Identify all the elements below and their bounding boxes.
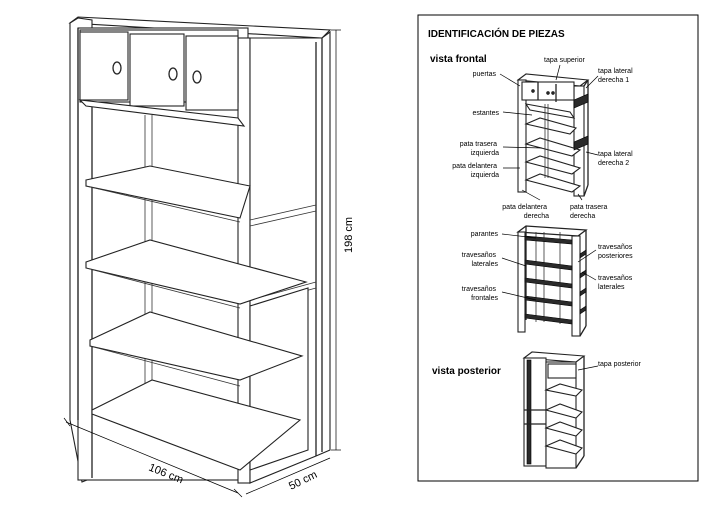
label-pata-trasera-der: pata trasera derecha: [570, 204, 609, 220]
label-pata-delantera-der: pata delantera derecha: [502, 204, 549, 220]
depth-dimension-label: 50 cm: [287, 469, 319, 493]
label-parantes: parantes: [471, 231, 499, 238]
label-travesanos-laterales-der: travesaños laterales: [598, 275, 634, 291]
rear-view-title: vista posterior: [432, 366, 501, 377]
frame-view-figure: [516, 225, 588, 337]
parts-panel: IDENTIFICACIÓN DE PIEZAS vista frontal v…: [417, 14, 699, 482]
front-view-title: vista frontal: [430, 54, 487, 65]
label-estantes: estantes: [473, 110, 500, 117]
door-center: [129, 33, 185, 107]
rear-view-leader: [577, 365, 599, 371]
dimension-lines: [63, 29, 341, 498]
label-puertas: puertas: [473, 71, 497, 78]
label-tapa-posterior: tapa posterior: [598, 361, 641, 368]
door-left: [79, 31, 129, 101]
panel-title: IDENTIFICACIÓN DE PIEZAS: [428, 27, 565, 40]
label-travesanos-posteriores: travesaños posteriores: [598, 244, 634, 260]
label-tapa-superior: tapa superior: [544, 57, 586, 64]
height-dimension-label: 198 cm: [343, 217, 355, 253]
rear-view-figure: [522, 351, 586, 469]
front-view-leaders: [499, 64, 599, 201]
front-view-figure: [516, 73, 590, 197]
label-pata-delantera-izq: pata delantera izquierda: [452, 163, 499, 179]
shelves: [78, 99, 308, 471]
label-travesanos-laterales-izq: travesaños laterales: [462, 252, 499, 268]
main-shelf-drawing: 106 cm 50 cm 198 cm: [63, 16, 355, 498]
doors-block: [79, 29, 239, 111]
label-pata-trasera-izq: pata trasera izquierda: [460, 141, 499, 157]
label-tapa-lateral-1: tapa lateral derecha 1: [598, 68, 635, 84]
frame-view-leaders: [501, 233, 597, 301]
label-tapa-lateral-2: tapa lateral derecha 2: [598, 151, 635, 167]
label-travesanos-frontales: travesaños frontales: [462, 286, 499, 302]
